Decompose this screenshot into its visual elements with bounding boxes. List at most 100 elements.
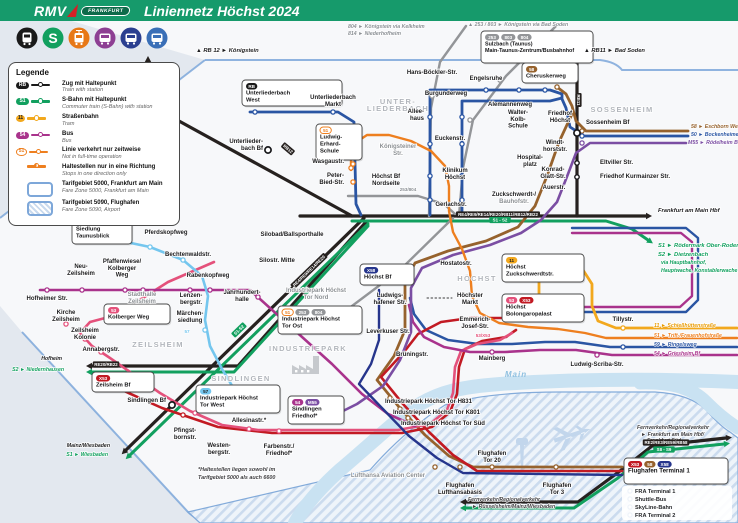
station-label: Pfingst-bornstr. — [174, 428, 197, 441]
line-arrowhead — [725, 434, 732, 442]
station-label: Märchen-siedlung — [177, 311, 204, 324]
line-badge-51 — [319, 126, 332, 134]
stop-marker — [553, 464, 559, 470]
line-badge-label: X58 — [367, 268, 376, 273]
line-badge-label: 53 — [509, 298, 515, 303]
line-badge-804 — [311, 309, 326, 316]
stop-marker — [98, 349, 104, 355]
destination-label: 50 ► Bockenheimer Warte — [691, 132, 738, 138]
station-label: Brüningstr. — [396, 352, 428, 358]
rmv-brand-text: RMV — [34, 2, 67, 19]
legend-title: Legende — [16, 68, 49, 77]
destination-label: 59 ► Ringelsweg — [654, 342, 697, 348]
stop-marker — [276, 428, 282, 434]
line-badge-label: 804 — [521, 35, 529, 40]
stop-marker — [387, 395, 393, 401]
legend-swatch: S1 — [16, 97, 62, 106]
legend-label-de: Straßenbahn — [62, 113, 99, 120]
line-badge-label: 804 — [315, 310, 323, 315]
station-label: FRA Terminal 1 — [635, 489, 675, 495]
line-arrowhead — [460, 498, 466, 506]
stop-marker — [147, 244, 153, 250]
line-bus50-sossenheim — [560, 97, 690, 138]
stop-marker — [459, 197, 465, 203]
destination-label: Fernverkehr/Regionalverkehr — [637, 425, 710, 431]
station-label: Industriepark Höchst Tor H831 — [385, 399, 473, 405]
destination-label: via Hauptbahnhof, — [661, 260, 706, 266]
stop-marker — [554, 84, 560, 90]
station-label: Walter-Kolb-Schule — [508, 110, 529, 130]
line-label: S1 - S2 — [489, 216, 511, 224]
stop-marker — [255, 294, 261, 300]
line-badge-804 — [517, 34, 532, 41]
svg-text:RE20/RB22: RE20/RB22 — [94, 362, 118, 367]
stop-marker — [579, 133, 585, 139]
line-badge-label: X58 — [661, 462, 670, 467]
station-box-title: Sulzbach (Taunus)Main-Taunus-Zentrum/Bus… — [485, 42, 574, 55]
station-label: Hostatostr. — [440, 261, 472, 267]
line-badge-X53 — [96, 375, 111, 382]
legend-swatch: 54 — [16, 131, 62, 139]
line-arrowhead — [460, 504, 466, 512]
station-label: Zuckschwerdt-/ — [492, 192, 536, 198]
legend-label-en: Bus — [62, 137, 72, 144]
line-arrowhead — [723, 440, 730, 448]
destination-label: ► Rüsselsheim/Mainz/Wiesbaden — [472, 504, 555, 510]
station-label: Ludwigs-hafener Str. — [373, 293, 406, 306]
legend-label-en: Stops in one direction only — [62, 170, 127, 177]
line-x53-airport — [379, 316, 624, 473]
station-label: Silostr. Mitte — [259, 258, 295, 264]
destination-label: S2 ► Niedernhausen — [12, 367, 64, 373]
station-box-title: Flughafen Terminal 1 — [628, 468, 690, 475]
line-arrowhead — [86, 368, 92, 376]
station-label: Friedhof Kurmainzer Str. — [600, 174, 670, 180]
line-loop-magenta — [570, 231, 694, 309]
station-box — [103, 303, 171, 325]
legend-label-en: Commuter train (S-Bahn) with station — [62, 104, 153, 111]
destination-label: 58 ► Eschborn West — [691, 124, 738, 130]
legend-label-de: Tarifgebiet 5090, Flughafen — [62, 200, 140, 207]
legend-label-de: Linie verkehrt nur zeitweise — [62, 147, 141, 154]
line-badge-54 — [292, 399, 304, 406]
station-label: Bechtenwaldstr. — [165, 252, 211, 258]
stop-marker — [350, 179, 356, 185]
station-label: Peter-Bied-Str. — [319, 173, 344, 186]
stop-marker — [620, 344, 626, 350]
stop-marker — [405, 415, 411, 421]
line-badge-803 — [501, 34, 516, 41]
stop-marker — [489, 349, 495, 355]
frankfurt-badge: FRANKFURT — [79, 5, 131, 16]
stop-marker — [168, 401, 176, 409]
destination-label: 11 ► Schießhüttenstraße — [654, 323, 716, 329]
station-box-title: Höchst Bf — [364, 275, 391, 281]
terminal-services-panel — [622, 486, 732, 520]
stop-marker — [467, 117, 473, 123]
legend-swatch — [16, 200, 62, 217]
train-icon — [16, 27, 38, 49]
line-badge-label: 11 — [509, 258, 514, 263]
stop-marker — [516, 87, 522, 93]
stop-marker — [140, 287, 146, 293]
line-label: RE2/RE3/RE59/RB58 — [642, 439, 690, 446]
destination-label: 814 ► Niederhofheim — [348, 31, 401, 37]
stop-marker — [63, 321, 69, 327]
line-badge-label: 253 — [299, 310, 307, 315]
svg-text:RB12: RB12 — [282, 143, 294, 154]
line-arrowhead — [121, 447, 129, 455]
station-label: Pferdskopfweg — [144, 230, 187, 236]
line-badge-label: X53 — [99, 376, 108, 381]
station-label: Allesinastr.* — [232, 418, 267, 424]
line-badge-label: 58 — [647, 462, 653, 467]
line-badge-58 — [526, 66, 538, 73]
factory-icon — [292, 356, 319, 374]
destination-label: 51 ► Trift-/Frauenhofstraße — [654, 333, 722, 339]
station-label: Engelsruhe — [470, 76, 503, 82]
